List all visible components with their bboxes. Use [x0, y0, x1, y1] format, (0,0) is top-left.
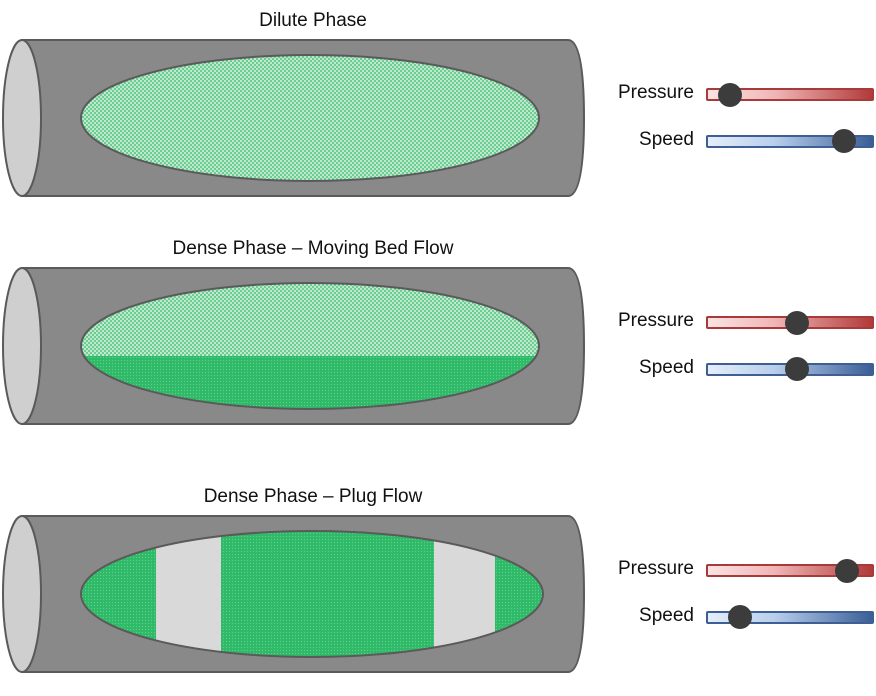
pressure-slider-track[interactable] [706, 88, 874, 101]
pressure-slider-track[interactable] [706, 564, 874, 577]
pipe-opening [2, 267, 42, 425]
speed-slider-knob[interactable] [727, 605, 752, 629]
pressure-label: Pressure [617, 310, 694, 331]
panel-plug-flow: Dense Phase – Plug Flow Pressure Speed [0, 486, 876, 696]
speed-label: Speed [639, 129, 694, 150]
pressure-label: Pressure [617, 82, 694, 103]
panel-title: Dense Phase – Plug Flow [203, 486, 423, 507]
pipe-diagram [2, 515, 586, 673]
speed-label: Speed [639, 357, 694, 378]
panel-title: Dilute Phase [259, 10, 367, 31]
pressure-slider-knob[interactable] [717, 83, 742, 107]
speed-slider-knob[interactable] [784, 357, 809, 381]
panel-dilute-phase: Dilute Phase Pressure Speed [0, 10, 876, 220]
pressure-label: Pressure [617, 558, 694, 579]
pipe-opening [2, 39, 42, 197]
panel-title: Dense Phase – Moving Bed Flow [172, 238, 454, 259]
speed-label: Speed [639, 605, 694, 626]
pipe-diagram [2, 39, 586, 197]
pressure-slider-knob[interactable] [784, 311, 809, 335]
pipe-opening [2, 515, 42, 673]
pressure-slider-knob[interactable] [835, 559, 860, 583]
speed-slider-knob[interactable] [831, 129, 856, 153]
gas-gap-region [156, 531, 221, 657]
plug-region [221, 531, 434, 657]
panel-moving-bed-flow: Dense Phase – Moving Bed Flow Pressure S… [0, 238, 876, 448]
dilute-particle-region [80, 54, 540, 182]
pipe-diagram [2, 267, 586, 425]
